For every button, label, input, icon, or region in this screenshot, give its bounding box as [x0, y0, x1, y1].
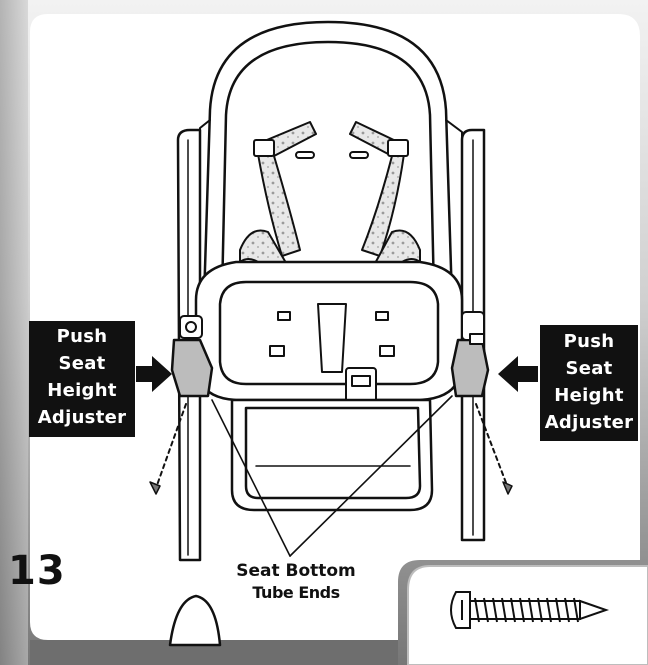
- arrow-right-icon: [136, 356, 172, 392]
- frame-left-edge: [0, 0, 28, 665]
- callout-right-line: Seat: [565, 358, 613, 379]
- chair-foot: [168, 594, 222, 647]
- right-seat-height-adjuster: [450, 338, 490, 398]
- leader-line-right: [289, 395, 453, 557]
- callout-left-line: Adjuster: [37, 407, 127, 428]
- tube-label-line: Seat Bottom: [236, 561, 356, 581]
- leader-line-left: [211, 399, 291, 557]
- right-screw: [502, 481, 513, 495]
- callout-right: Push Seat Height Adjuster: [540, 325, 638, 441]
- tube-label-line: Tube Ends: [252, 583, 340, 602]
- arrow-left-icon: [498, 356, 538, 392]
- callout-right-line: Push: [563, 331, 615, 352]
- high-chair: [149, 20, 513, 647]
- right-side-bar: [445, 119, 463, 321]
- step-number: 13: [8, 548, 66, 594]
- callout-left-line: Seat: [58, 353, 106, 374]
- screw-icon: [450, 591, 610, 629]
- callout-left: Push Seat Height Adjuster: [29, 321, 135, 437]
- right-shoulder-strap: [349, 121, 405, 257]
- tray-inner: [218, 280, 440, 386]
- left-screw-path: [155, 403, 187, 489]
- left-side-bar: [199, 119, 211, 321]
- callout-left-line: Push: [56, 326, 108, 347]
- right-screw-path: [475, 403, 509, 489]
- seat-bottom-inner: [244, 406, 422, 500]
- crotch-strap: [317, 303, 347, 373]
- seat-back-inner: [220, 40, 436, 297]
- callout-right-line: Adjuster: [544, 412, 634, 433]
- callout-right-line: Height: [554, 385, 624, 406]
- seat-bottom: [230, 398, 434, 512]
- seat-bottom-tube-ends-label: Seat Bottom Tube Ends: [226, 560, 366, 604]
- screw-inset: [407, 565, 648, 665]
- left-adjuster-cap: [179, 315, 203, 339]
- left-screw: [149, 481, 161, 495]
- callout-left-line: Height: [47, 380, 117, 401]
- left-seat-height-adjuster: [170, 338, 214, 398]
